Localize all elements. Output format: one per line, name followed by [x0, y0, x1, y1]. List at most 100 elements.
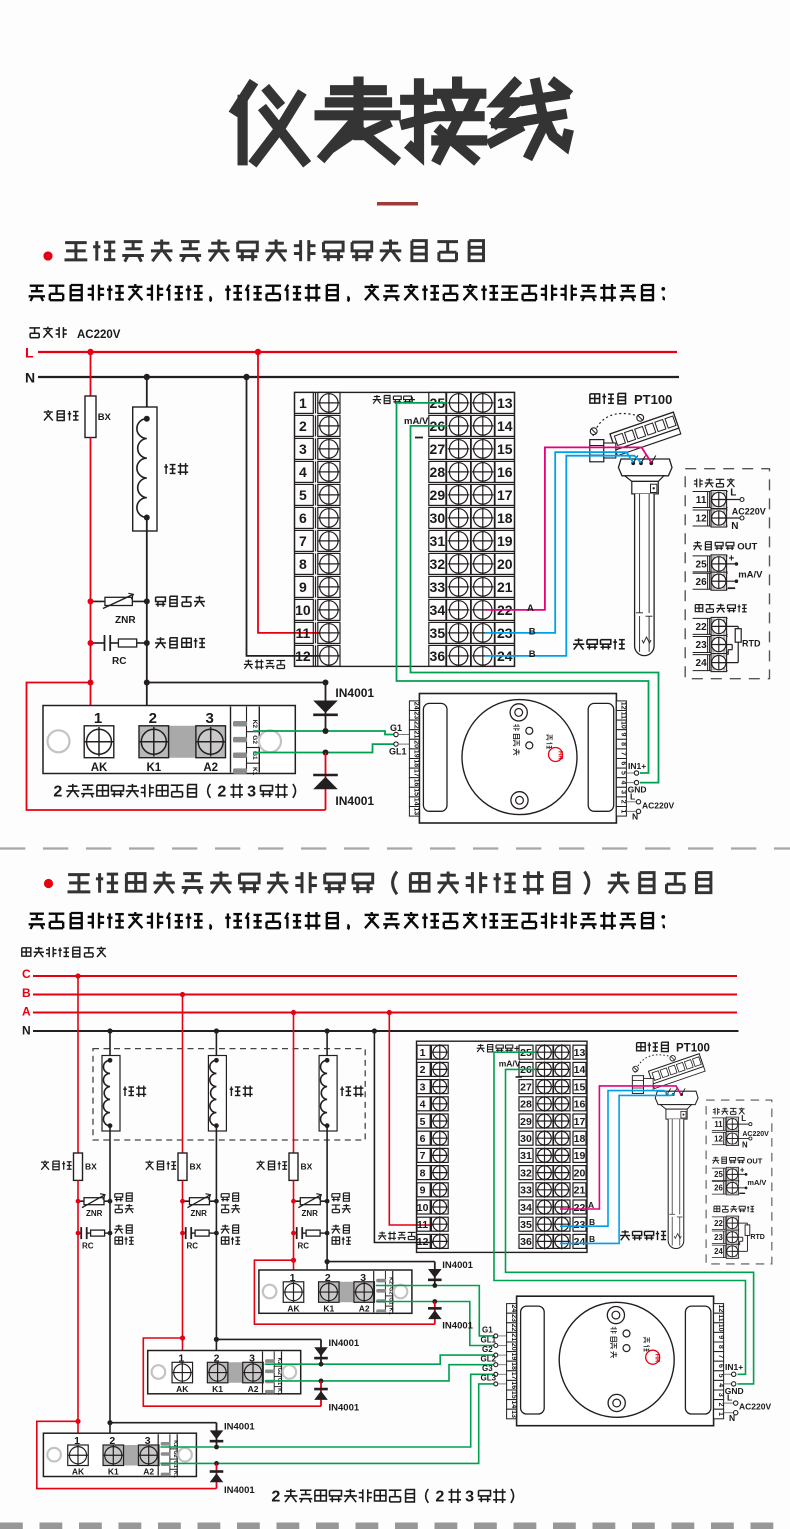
svg-text:RTD: RTD: [750, 1234, 764, 1241]
svg-text:14: 14: [574, 1064, 586, 1076]
svg-text:3: 3: [620, 790, 627, 794]
svg-text:24: 24: [696, 658, 708, 669]
svg-text:AK: AK: [72, 1467, 85, 1477]
svg-text:10: 10: [717, 1324, 724, 1332]
svg-text:3: 3: [247, 782, 256, 800]
svg-text:20: 20: [497, 556, 513, 572]
svg-text:16: 16: [497, 464, 513, 480]
svg-text:B: B: [22, 986, 31, 1000]
svg-text:K1: K1: [212, 1384, 223, 1394]
svg-text:2: 2: [214, 1353, 220, 1365]
svg-text:B: B: [589, 1217, 595, 1227]
svg-text:L: L: [25, 345, 34, 361]
svg-text:K1: K1: [251, 767, 258, 776]
svg-text:A: A: [588, 1200, 594, 1210]
svg-text:AC220V: AC220V: [77, 329, 121, 341]
svg-text:16: 16: [574, 1099, 586, 1111]
svg-text:25: 25: [714, 1170, 723, 1179]
svg-text:C: C: [22, 967, 31, 981]
svg-text:B: B: [529, 627, 536, 638]
svg-text:HR: HR: [556, 751, 562, 760]
svg-text:RC: RC: [298, 1242, 310, 1251]
svg-text:GL1: GL1: [389, 747, 407, 757]
svg-text:23: 23: [696, 640, 708, 651]
svg-text:2: 2: [325, 1272, 331, 1284]
svg-text:+: +: [514, 1044, 520, 1055]
svg-text:IN4001: IN4001: [329, 1403, 360, 1414]
svg-text:2: 2: [217, 782, 226, 800]
svg-text:11: 11: [717, 1314, 724, 1322]
svg-text:12: 12: [417, 1236, 429, 1248]
svg-text:35: 35: [520, 1219, 532, 1231]
svg-text:11: 11: [714, 1120, 723, 1129]
svg-text:K1: K1: [387, 1308, 393, 1315]
svg-text:10: 10: [417, 1202, 429, 1214]
svg-text:A2: A2: [143, 1467, 154, 1477]
svg-text:36: 36: [430, 648, 446, 664]
svg-text:36: 36: [520, 1236, 532, 1248]
svg-text:15: 15: [510, 1391, 517, 1399]
svg-text:2: 2: [109, 1435, 115, 1447]
svg-text:7: 7: [299, 533, 307, 549]
svg-text:G2: G2: [172, 1450, 178, 1457]
svg-text:31: 31: [430, 533, 446, 549]
svg-text:21: 21: [574, 1185, 586, 1197]
svg-text:14: 14: [497, 418, 513, 434]
svg-text:A: A: [527, 603, 534, 614]
svg-text:24: 24: [714, 1247, 723, 1256]
svg-text:G2: G2: [387, 1287, 393, 1294]
svg-text:4: 4: [299, 464, 307, 480]
svg-text:11: 11: [417, 1219, 428, 1231]
svg-text:21: 21: [497, 579, 513, 595]
svg-text:23: 23: [574, 1219, 586, 1231]
svg-text:23: 23: [714, 1233, 723, 1242]
svg-text:GND: GND: [628, 785, 647, 795]
svg-text:20: 20: [574, 1167, 586, 1179]
svg-text:34: 34: [430, 602, 446, 618]
svg-text:AC220V: AC220V: [739, 1402, 771, 1412]
svg-text:34: 34: [520, 1202, 532, 1214]
svg-text:BX: BX: [98, 412, 112, 423]
svg-text:22: 22: [510, 1324, 517, 1332]
svg-text:L: L: [741, 1114, 746, 1123]
svg-text:1: 1: [620, 809, 627, 813]
svg-text:AC220V: AC220V: [742, 1131, 769, 1138]
svg-text:IN4001: IN4001: [335, 686, 374, 700]
svg-text:13: 13: [574, 1047, 586, 1059]
svg-text:3: 3: [360, 1272, 366, 1284]
svg-text:OUT: OUT: [747, 1156, 763, 1165]
svg-text:IN4001: IN4001: [335, 794, 374, 808]
svg-text:RC: RC: [187, 1242, 199, 1251]
svg-text:1: 1: [299, 395, 307, 411]
svg-text:K1: K1: [276, 1388, 282, 1395]
svg-text:5: 5: [717, 1374, 724, 1378]
svg-text:N: N: [731, 521, 738, 532]
svg-text:29: 29: [430, 487, 446, 503]
svg-text:4: 4: [620, 781, 627, 785]
svg-text:ZNR: ZNR: [191, 1209, 208, 1218]
svg-text:G2: G2: [251, 735, 258, 744]
svg-text:7: 7: [620, 752, 627, 756]
svg-text:IN1+: IN1+: [628, 761, 646, 771]
svg-text:2: 2: [435, 1487, 444, 1505]
svg-text:2: 2: [299, 418, 307, 434]
svg-text:22: 22: [714, 1219, 723, 1228]
svg-text:3: 3: [145, 1435, 151, 1447]
svg-text:B: B: [589, 1234, 595, 1244]
svg-text:7: 7: [717, 1354, 724, 1358]
svg-text:11: 11: [620, 712, 627, 720]
svg-text:GL2: GL2: [481, 1355, 497, 1364]
svg-text:L: L: [727, 1393, 732, 1403]
svg-text:19: 19: [574, 1150, 586, 1162]
svg-text:A2: A2: [203, 762, 218, 774]
svg-text:1: 1: [74, 1435, 80, 1447]
svg-text:ZNR: ZNR: [115, 615, 136, 626]
svg-text:mA/V: mA/V: [747, 1178, 766, 1187]
svg-text:6: 6: [299, 510, 307, 526]
svg-text:18: 18: [510, 1362, 517, 1370]
svg-text:23: 23: [510, 1314, 517, 1322]
svg-text:6: 6: [420, 1133, 426, 1145]
svg-text:3: 3: [420, 1081, 426, 1093]
svg-text:AK: AK: [91, 762, 108, 774]
svg-text:1: 1: [290, 1272, 296, 1284]
